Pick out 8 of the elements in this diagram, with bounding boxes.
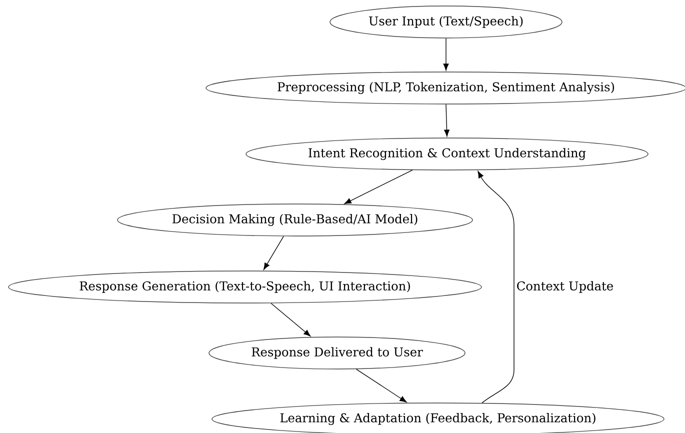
arrow <box>270 302 311 336</box>
arrow <box>478 171 514 404</box>
edge-label: Context Update <box>515 280 615 294</box>
arrow <box>443 38 449 71</box>
arrow <box>263 236 284 270</box>
arrow <box>444 104 450 137</box>
arrow <box>344 170 413 204</box>
arrow <box>356 368 407 402</box>
